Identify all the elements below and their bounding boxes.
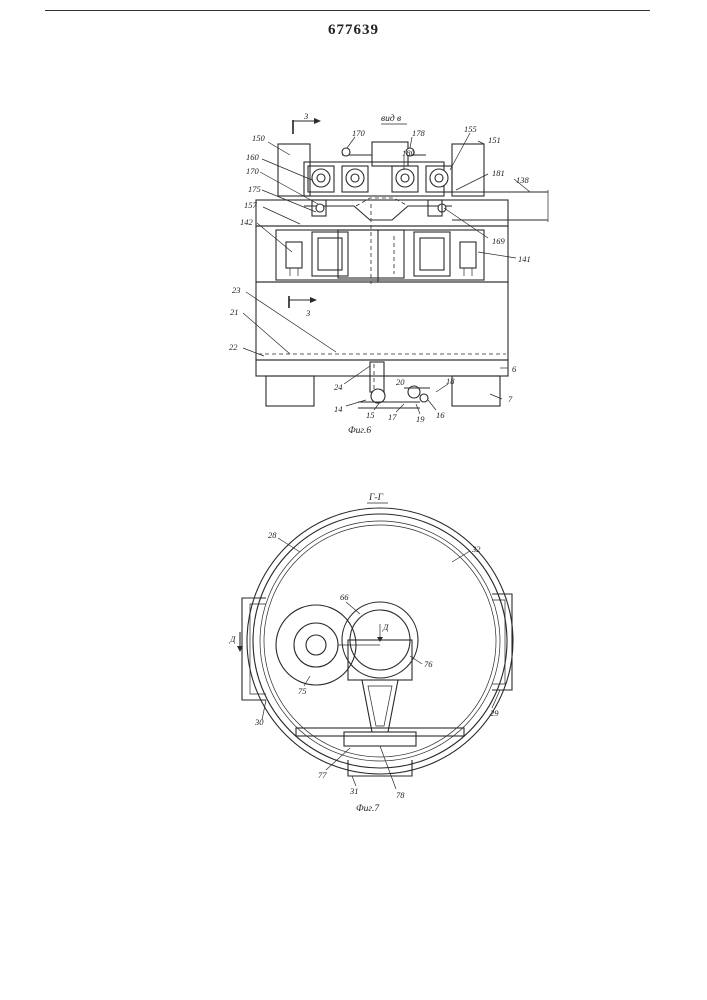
label-23: 23 xyxy=(232,285,241,295)
arm-76 xyxy=(342,602,418,732)
section-label: Г-Г xyxy=(368,493,384,503)
fig6-caption: Фиг.6 xyxy=(348,426,371,436)
label-32: 32 xyxy=(471,544,481,554)
label-21: 21 xyxy=(230,307,239,317)
section-mark-bottom: 3 xyxy=(305,308,310,318)
label-18: 18 xyxy=(446,376,455,386)
label-75: 75 xyxy=(298,686,307,696)
label-66: 66 xyxy=(340,592,349,602)
label-138: 138 xyxy=(516,175,530,185)
label-24: 24 xyxy=(334,382,343,392)
label-17: 17 xyxy=(388,412,397,422)
view-label: вид в xyxy=(381,113,401,124)
fig6-leaders xyxy=(243,133,530,414)
label-7: 7 xyxy=(508,394,513,404)
fig7-labels: 28 32 66 76 75 30 29 77 31 78 xyxy=(254,530,499,800)
fig6-labels: 150 160 170 175 157 142 23 21 22 170 178… xyxy=(229,124,531,424)
label-77: 77 xyxy=(318,770,327,780)
figure-6: 3 вид в xyxy=(229,111,548,436)
label-180: 180 xyxy=(402,148,416,158)
roller-group xyxy=(308,166,452,192)
label-181: 181 xyxy=(492,168,505,178)
label-29: 29 xyxy=(490,708,499,718)
section-mark-top: 3 xyxy=(303,111,308,121)
label-151: 151 xyxy=(488,135,501,145)
middle-block xyxy=(256,226,508,282)
figure-7: Г-Г xyxy=(229,493,513,814)
label-20: 20 xyxy=(396,377,405,387)
label-170b: 170 xyxy=(352,128,366,138)
arrow-label-inner: Д xyxy=(382,622,389,632)
label-30: 30 xyxy=(254,717,264,727)
label-14: 14 xyxy=(334,404,343,414)
arrow-label-left: Д xyxy=(229,634,236,644)
fig7-leaders xyxy=(262,538,500,789)
label-31: 31 xyxy=(349,786,359,796)
label-160: 160 xyxy=(246,152,260,162)
label-175: 175 xyxy=(248,184,261,194)
label-19: 19 xyxy=(416,414,425,424)
label-28: 28 xyxy=(268,530,277,540)
label-169: 169 xyxy=(492,236,506,246)
fig7-caption: Фиг.7 xyxy=(356,804,380,814)
block-150 xyxy=(278,144,310,196)
label-170a: 170 xyxy=(246,166,260,176)
label-141: 141 xyxy=(518,254,531,264)
label-157: 157 xyxy=(244,200,258,210)
label-76: 76 xyxy=(424,659,433,669)
valve-assembly xyxy=(358,362,430,408)
roller-75 xyxy=(276,605,380,685)
label-150: 150 xyxy=(252,133,266,143)
label-6: 6 xyxy=(512,364,517,374)
label-22: 22 xyxy=(229,342,238,352)
label-142: 142 xyxy=(240,217,254,227)
label-16: 16 xyxy=(436,410,445,420)
housing xyxy=(256,282,508,360)
label-78: 78 xyxy=(396,790,405,800)
label-178: 178 xyxy=(412,128,426,138)
label-15: 15 xyxy=(366,410,375,420)
block-151 xyxy=(452,144,484,196)
label-155: 155 xyxy=(464,124,477,134)
